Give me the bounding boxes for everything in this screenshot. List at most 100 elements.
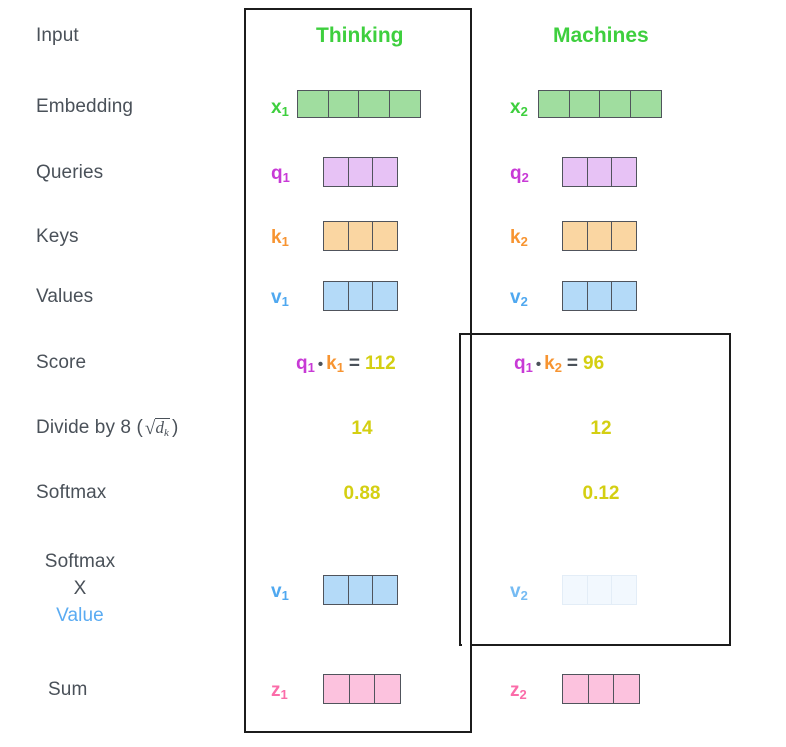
row-label-score: Score bbox=[36, 352, 87, 373]
vector-q1 bbox=[323, 157, 398, 187]
vector-cell bbox=[323, 674, 350, 704]
dot-product-icon: • bbox=[535, 356, 542, 373]
vector-cell bbox=[374, 674, 401, 704]
row-label-input: Input bbox=[36, 25, 79, 46]
vector-cell bbox=[611, 575, 637, 605]
outline-join-mask-bottom bbox=[462, 644, 470, 649]
times-line: X bbox=[73, 577, 87, 599]
divide-text: Divide by 8 ( bbox=[36, 417, 143, 438]
vector-k1 bbox=[323, 221, 398, 251]
vector-cell bbox=[611, 281, 637, 311]
vector-q2 bbox=[562, 157, 637, 187]
vector-cell bbox=[586, 281, 613, 311]
symbol-z1: z1 bbox=[271, 680, 288, 702]
sqrt-sub-k: k bbox=[164, 427, 170, 439]
sqrt-dk-expression: √dk bbox=[143, 418, 172, 440]
vector-cell bbox=[358, 90, 390, 118]
vector-x1 bbox=[297, 90, 421, 118]
score-left-q: q1 bbox=[296, 353, 315, 375]
vector-cell bbox=[372, 221, 398, 251]
score-right-equals: = bbox=[566, 353, 579, 374]
symbol-k2: k2 bbox=[510, 227, 528, 249]
row-label-queries: Queries bbox=[36, 162, 104, 183]
symbol-v2-weighted: v2 bbox=[510, 581, 528, 603]
sqrt-radicand: dk bbox=[155, 418, 171, 440]
vector-cell bbox=[562, 575, 588, 605]
vector-v2 bbox=[562, 281, 637, 311]
vector-cell bbox=[568, 90, 601, 118]
symbol-k1: k1 bbox=[271, 227, 289, 249]
vector-cell bbox=[323, 157, 349, 187]
score-expression-left: q1•k1=112 bbox=[296, 353, 396, 375]
row-label-embedding: Embedding bbox=[36, 96, 134, 117]
sqrt-symbol: √ bbox=[144, 418, 156, 439]
column-header-machines: Machines bbox=[553, 24, 649, 47]
vector-cell bbox=[347, 221, 374, 251]
vector-z2 bbox=[562, 674, 640, 704]
softmax-line: Softmax bbox=[44, 551, 116, 572]
vector-cell bbox=[347, 575, 374, 605]
row-label-values: Values bbox=[36, 286, 94, 307]
outline-join-mask-top bbox=[461, 335, 470, 644]
divide-close-paren: ) bbox=[172, 417, 179, 438]
vector-v1-weighted bbox=[323, 575, 398, 605]
symbol-v1-weighted: v1 bbox=[271, 581, 289, 603]
softmax-value-left: 0.88 bbox=[343, 483, 381, 504]
vector-cell bbox=[323, 575, 349, 605]
divide-value-left: 14 bbox=[351, 418, 373, 439]
score-left-k: k1 bbox=[326, 353, 344, 375]
vector-v1 bbox=[323, 281, 398, 311]
value-line: Value bbox=[56, 604, 104, 626]
column-header-thinking: Thinking bbox=[316, 24, 404, 47]
vector-cell bbox=[372, 281, 398, 311]
vector-cell bbox=[347, 281, 374, 311]
score-left-value: 112 bbox=[365, 353, 396, 374]
vector-cell bbox=[538, 90, 570, 118]
vector-cell bbox=[297, 90, 329, 118]
row-label-softmax-times-value: Softmax X Value bbox=[36, 549, 124, 630]
vector-cell bbox=[348, 674, 376, 704]
vector-cell bbox=[327, 90, 360, 118]
vector-cell bbox=[372, 575, 398, 605]
vector-cell bbox=[611, 221, 637, 251]
symbol-v2: v2 bbox=[510, 287, 528, 309]
vector-cell bbox=[586, 221, 613, 251]
row-label-sum: Sum bbox=[48, 679, 88, 700]
symbol-q2: q2 bbox=[510, 163, 529, 185]
vector-cell bbox=[347, 157, 374, 187]
vector-cell bbox=[323, 281, 349, 311]
symbol-q1: q1 bbox=[271, 163, 290, 185]
softmax-value-right: 0.12 bbox=[582, 483, 620, 504]
vector-cell bbox=[629, 90, 662, 118]
attention-computation-outline bbox=[459, 333, 731, 646]
vector-k2 bbox=[562, 221, 637, 251]
vector-cell bbox=[613, 674, 640, 704]
dot-product-icon: • bbox=[317, 356, 324, 373]
vector-cell bbox=[562, 281, 588, 311]
row-label-keys: Keys bbox=[36, 226, 79, 247]
vector-cell bbox=[586, 575, 613, 605]
score-right-q: q1 bbox=[514, 353, 533, 375]
symbol-x2: x2 bbox=[510, 97, 528, 119]
sqrt-base-d: d bbox=[155, 418, 165, 437]
vector-cell bbox=[323, 221, 349, 251]
vector-cell bbox=[611, 157, 637, 187]
vector-cell bbox=[562, 157, 588, 187]
vector-cell bbox=[587, 674, 615, 704]
vector-cell bbox=[586, 157, 613, 187]
symbol-v1: v1 bbox=[271, 287, 289, 309]
vector-cell bbox=[562, 221, 588, 251]
row-label-softmax: Softmax bbox=[36, 482, 107, 503]
score-expression-right: q1•k2=96 bbox=[514, 353, 604, 375]
score-right-value: 96 bbox=[583, 353, 605, 374]
divide-value-right: 12 bbox=[590, 418, 612, 439]
vector-v2-weighted bbox=[562, 575, 637, 605]
score-left-equals: = bbox=[348, 353, 361, 374]
thinking-column-outline bbox=[244, 8, 472, 733]
vector-cell bbox=[562, 674, 589, 704]
row-label-divide-by-8: Divide by 8 (√dk) bbox=[36, 417, 178, 440]
vector-cell bbox=[599, 90, 631, 118]
vector-x2 bbox=[538, 90, 662, 118]
symbol-x1: x1 bbox=[271, 97, 289, 119]
